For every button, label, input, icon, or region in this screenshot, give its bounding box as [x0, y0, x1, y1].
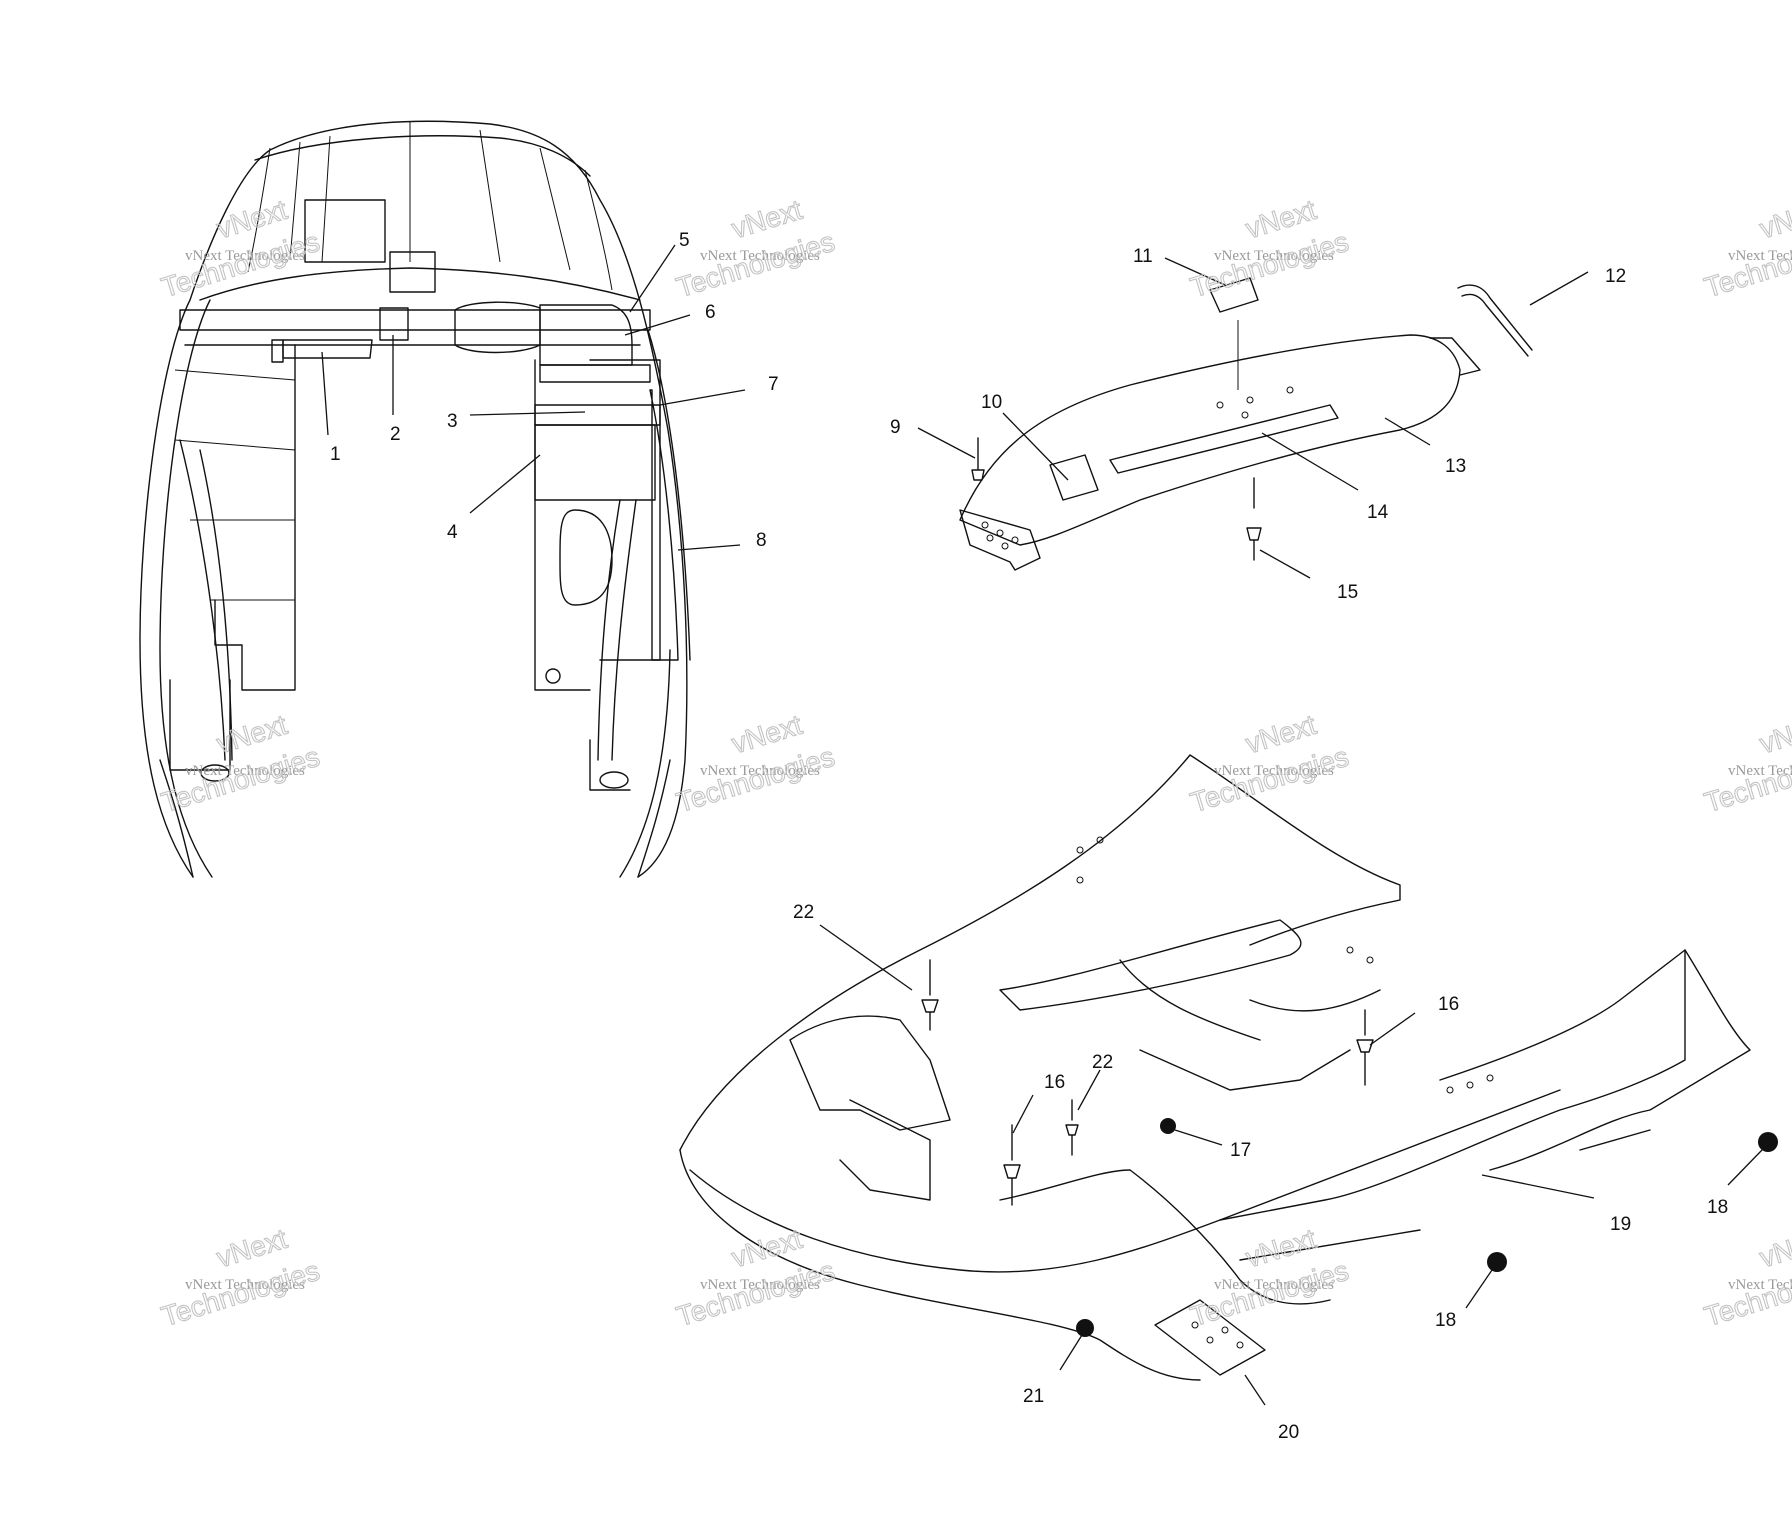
callout-22a: 22	[793, 902, 814, 923]
callout-3: 3	[447, 411, 458, 432]
svg-text:vNext: vNext	[1756, 709, 1792, 760]
svg-text:vNext Technologies: vNext Technologies	[185, 1277, 305, 1293]
svg-text:vNext Technologies: vNext Technologies	[1728, 763, 1792, 779]
watermark: vNext vNext Technologies Technologies	[157, 1222, 323, 1332]
watermarks: vNext vNext Technologies Technologies vN…	[157, 193, 1792, 1332]
svg-text:vNext Technologies: vNext Technologies	[185, 248, 305, 264]
callout-2: 2	[390, 424, 401, 445]
watermark: vNext vNext Technologies Technologies	[1186, 1222, 1352, 1332]
watermark: vNext vNext Technologies Technologies	[157, 193, 323, 303]
watermark: vNext vNext Technologies Technologies	[1700, 708, 1792, 818]
watermark: vNext vNext Technologies Technologies	[1700, 1222, 1792, 1332]
svg-text:vNext Technologies: vNext Technologies	[700, 248, 820, 264]
callout-labels: 1 2 3 4 5 6 7 8 9 10 11 12 13 14 15 16 1…	[330, 230, 1728, 1443]
callout-16b: 16	[1438, 994, 1459, 1015]
callout-5: 5	[679, 230, 690, 251]
callout-11: 11	[1133, 246, 1153, 267]
svg-text:vNext Technologies: vNext Technologies	[1214, 1277, 1334, 1293]
callout-8: 8	[756, 530, 767, 551]
svg-text:vNext: vNext	[1756, 1223, 1792, 1274]
belly-pan-assembly	[679, 754, 1778, 1381]
watermark: vNext vNext Technologies Technologies	[157, 708, 323, 818]
svg-text:vNext Technologies: vNext Technologies	[1728, 1277, 1792, 1293]
callout-22b: 22	[1092, 1052, 1113, 1073]
callout-14: 14	[1367, 502, 1389, 523]
callout-17: 17	[1230, 1140, 1251, 1161]
watermark: vNext vNext Technologies Technologies	[1186, 708, 1352, 818]
callout-19: 19	[1610, 1214, 1631, 1235]
svg-text:vNext Technologies: vNext Technologies	[1214, 248, 1334, 264]
callout-1: 1	[330, 444, 341, 465]
callout-16a: 16	[1044, 1072, 1065, 1093]
watermark: vNext vNext Technologies Technologies	[1186, 193, 1352, 303]
callout-18b: 18	[1435, 1310, 1456, 1331]
svg-text:vNext Technologies: vNext Technologies	[1214, 763, 1334, 779]
callout-15: 15	[1337, 582, 1358, 603]
callout-6: 6	[705, 302, 716, 323]
callout-9: 9	[890, 417, 901, 438]
trim-assembly	[959, 277, 1533, 571]
svg-text:vNext Technologies: vNext Technologies	[1728, 248, 1792, 264]
callout-18a: 18	[1707, 1197, 1728, 1218]
callout-20: 20	[1278, 1422, 1299, 1443]
watermark: vNext vNext Technologies Technologies	[672, 708, 838, 818]
watermark: vNext vNext Technologies Technologies	[1700, 193, 1792, 303]
leader-lines	[321, 244, 1763, 1406]
callout-21: 21	[1023, 1386, 1044, 1407]
callout-10: 10	[981, 392, 1002, 413]
watermark: vNext vNext Technologies Technologies	[672, 193, 838, 303]
svg-text:vNext Technologies: vNext Technologies	[185, 763, 305, 779]
callout-4: 4	[447, 522, 458, 543]
svg-text:vNext Technologies: vNext Technologies	[700, 763, 820, 779]
callout-12: 12	[1605, 266, 1626, 287]
callout-7: 7	[768, 374, 779, 395]
hood-assembly	[139, 120, 691, 878]
svg-text:vNext Technologies: vNext Technologies	[700, 1277, 820, 1293]
svg-text:vNext: vNext	[1756, 194, 1792, 245]
callout-13: 13	[1445, 456, 1466, 477]
